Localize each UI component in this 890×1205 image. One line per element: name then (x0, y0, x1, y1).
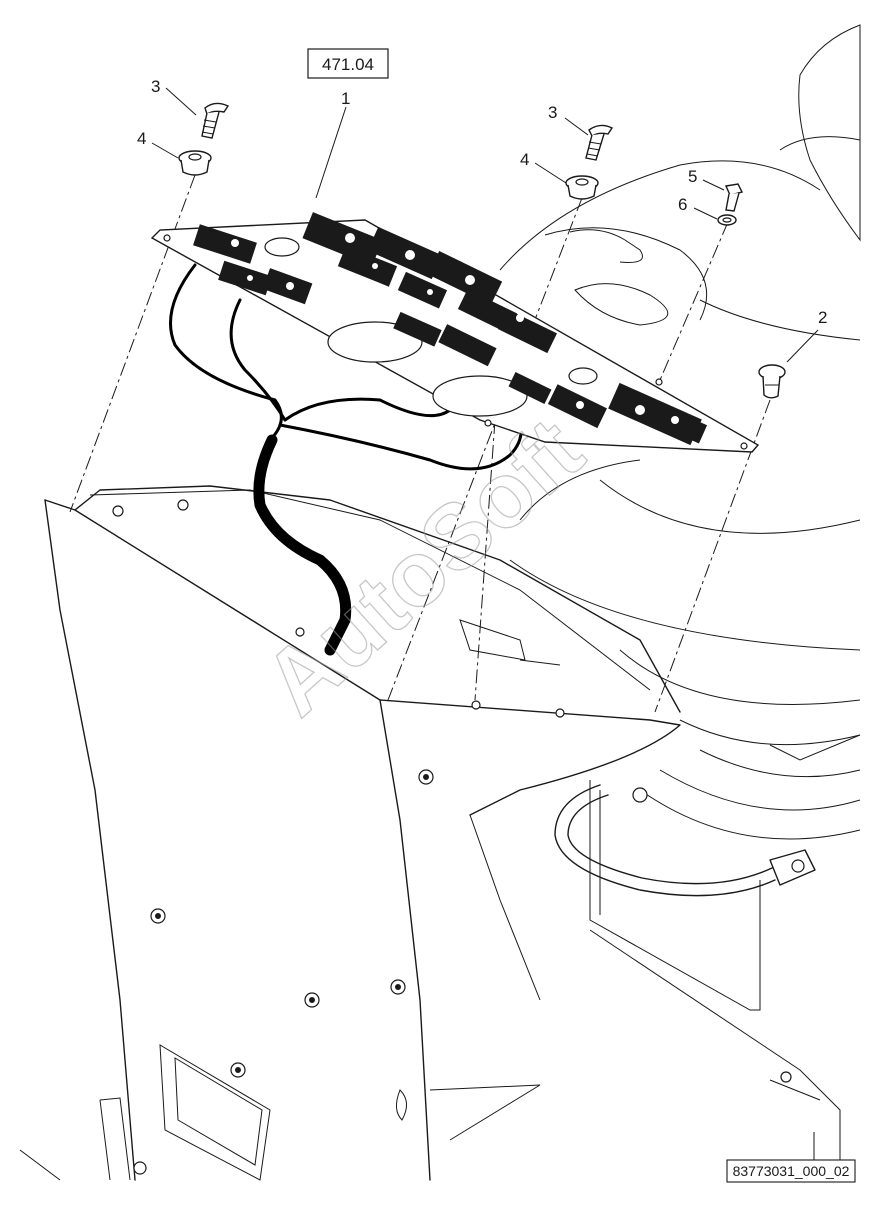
pin-2 (758, 364, 786, 399)
console-housing (19, 485, 841, 1181)
callout-3-left: 3 (151, 77, 160, 96)
leader-lines (151, 87, 819, 1160)
seat-outline (499, 24, 861, 1011)
washer-4-right (565, 175, 599, 200)
reference-box: 471.04 (307, 48, 389, 79)
callout-4-right: 4 (520, 150, 529, 169)
callout-3-right: 3 (548, 103, 557, 122)
callout-1: 1 (341, 89, 350, 108)
callouts: 1 2 3 3 4 4 5 6 (137, 77, 827, 327)
wiring-harness (169, 263, 523, 656)
callout-6: 6 (678, 195, 687, 214)
callout-2: 2 (818, 308, 827, 327)
screw-3-left (201, 102, 230, 139)
callout-4-left: 4 (137, 129, 146, 148)
callout-5: 5 (688, 167, 697, 186)
document-id-box: 83773031_000_02 (726, 1159, 856, 1183)
washer-4-left (178, 150, 212, 176)
bolt-5 (724, 183, 744, 212)
reference-number: 471.04 (322, 55, 374, 74)
watermark-text: AutoSoft (245, 399, 602, 735)
screw-3-right (585, 124, 614, 161)
document-id: 83773031_000_02 (733, 1163, 850, 1179)
fasteners (178, 102, 786, 399)
switch-panel (150, 212, 760, 453)
washer-6 (717, 214, 737, 226)
